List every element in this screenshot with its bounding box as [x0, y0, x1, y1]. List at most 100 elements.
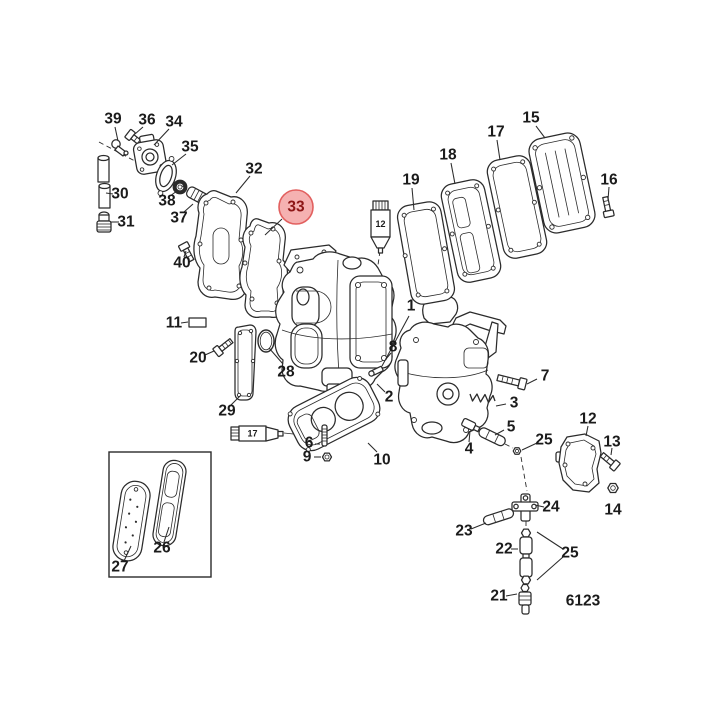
dowel-11 — [188, 317, 207, 328]
callout-number: 2 — [385, 389, 394, 406]
callout-number: 17 — [487, 124, 504, 141]
check-valve-39 — [111, 139, 129, 157]
fitting-4 — [461, 417, 481, 433]
callout-leader-line — [607, 186, 610, 201]
part-callout-25: 25 — [521, 432, 553, 451]
part-callout-7: 7 — [526, 368, 549, 385]
part-callout-26: 26 — [153, 526, 171, 557]
sealant-tube-12-label: 12 — [375, 219, 385, 229]
part-callout-36: 36 — [134, 112, 156, 135]
callout-leader-line — [450, 162, 456, 185]
part-callout-22: 22 — [495, 541, 518, 558]
part-callout-21: 21 — [490, 588, 518, 605]
callout-leader-line — [494, 429, 505, 436]
callout-leader-line — [495, 403, 507, 407]
part-callout-32: 32 — [235, 161, 263, 194]
callout-leader-line — [385, 352, 392, 360]
callout-number: 15 — [522, 110, 540, 127]
nut-25-upper — [512, 447, 522, 455]
callout-number: 27 — [111, 559, 128, 576]
part-callout-2: 2 — [376, 383, 394, 406]
callout-leader-line — [183, 250, 187, 258]
stud-6 — [321, 424, 328, 447]
part-callout-12: 12 — [579, 411, 597, 437]
nut-9 — [321, 452, 333, 462]
sealant-tube-17: 17 — [230, 425, 284, 442]
part-callout-6: 6 — [305, 435, 320, 452]
callout-number: 31 — [117, 214, 135, 231]
part-callout-14: 14 — [604, 502, 622, 519]
callout-leader-line — [468, 430, 471, 443]
sleeve-5 — [478, 427, 506, 447]
callout-number: 21 — [490, 588, 508, 605]
callout-number: 12 — [579, 411, 596, 428]
callout-leader-line — [526, 378, 538, 385]
callout-leader-line — [180, 321, 189, 324]
callout-leader-line — [496, 139, 501, 161]
callout-number: 29 — [218, 403, 236, 420]
callout-number: 10 — [373, 452, 390, 469]
bolt-7 — [496, 374, 528, 391]
callout-leader-line — [376, 383, 386, 393]
callout-leader-line — [183, 203, 194, 213]
pump-cover-34 — [132, 133, 168, 175]
part-callout-33-highlighted[interactable]: 33 — [264, 189, 314, 236]
callout-number: 34 — [165, 114, 183, 131]
callout-number: 37 — [170, 210, 187, 227]
callout-number: 28 — [277, 364, 295, 381]
side-plate-29 — [234, 324, 257, 401]
part-callout-17: 17 — [487, 124, 505, 161]
o-ring-28 — [257, 329, 275, 353]
callout-leader-line — [534, 504, 545, 508]
callout-number: 11 — [166, 315, 183, 332]
callout-leader-line — [536, 556, 564, 581]
part-callout-40: 40 — [173, 250, 191, 272]
callout-leader-line — [521, 442, 538, 451]
callout-leader-line — [585, 425, 589, 437]
callout-number: 36 — [138, 112, 156, 129]
part-callout-11: 11 — [166, 315, 189, 332]
callout-leader-line — [235, 175, 251, 194]
callout-number: 26 — [153, 540, 171, 557]
part-callout-20: 20 — [189, 350, 215, 367]
callout-number: 39 — [104, 111, 122, 128]
callout-number: 18 — [439, 147, 457, 164]
callout-number: 8 — [389, 339, 398, 356]
part-callout-30: 30 — [105, 186, 129, 203]
callout-leader-line — [204, 350, 215, 356]
part-callout-28: 28 — [268, 347, 295, 381]
callout-leader-line — [268, 347, 284, 365]
part-callout-10: 10 — [367, 442, 391, 469]
callout-number: 13 — [603, 434, 621, 451]
callout-number: 23 — [455, 523, 473, 540]
part-callout-3: 3 — [495, 395, 519, 412]
part-callout-9: 9 — [303, 449, 321, 466]
part-callout-4: 4 — [465, 430, 474, 458]
part-callout-18: 18 — [439, 147, 457, 185]
bolt-16 — [602, 195, 615, 219]
callout-leader-line — [505, 593, 518, 597]
callout-number: 5 — [507, 419, 516, 436]
callout-leader-line — [536, 531, 564, 550]
callout-leader-line — [264, 218, 283, 236]
tee-fitting-24 — [511, 493, 539, 522]
callout-number: 16 — [600, 172, 618, 189]
side-cover-32 — [193, 190, 251, 301]
highlight-circle[interactable] — [278, 189, 314, 225]
callout-number: 40 — [173, 255, 190, 272]
callout-leader-line — [470, 522, 487, 530]
callout-number: 4 — [465, 441, 474, 458]
callout-number: 9 — [303, 449, 312, 466]
callout-number: 22 — [495, 541, 512, 558]
callout-number: 32 — [245, 161, 262, 178]
part-callout-27: 27 — [111, 545, 132, 576]
part-callout-8: 8 — [385, 339, 398, 360]
callout-number: 1 — [407, 298, 416, 315]
part-callout-39: 39 — [104, 111, 122, 142]
sealant-tube-17-label: 17 — [247, 429, 257, 439]
diagram-number: 6123 — [566, 593, 601, 610]
callout-leader-line — [163, 526, 170, 543]
bleed-screw-8 — [368, 365, 384, 377]
